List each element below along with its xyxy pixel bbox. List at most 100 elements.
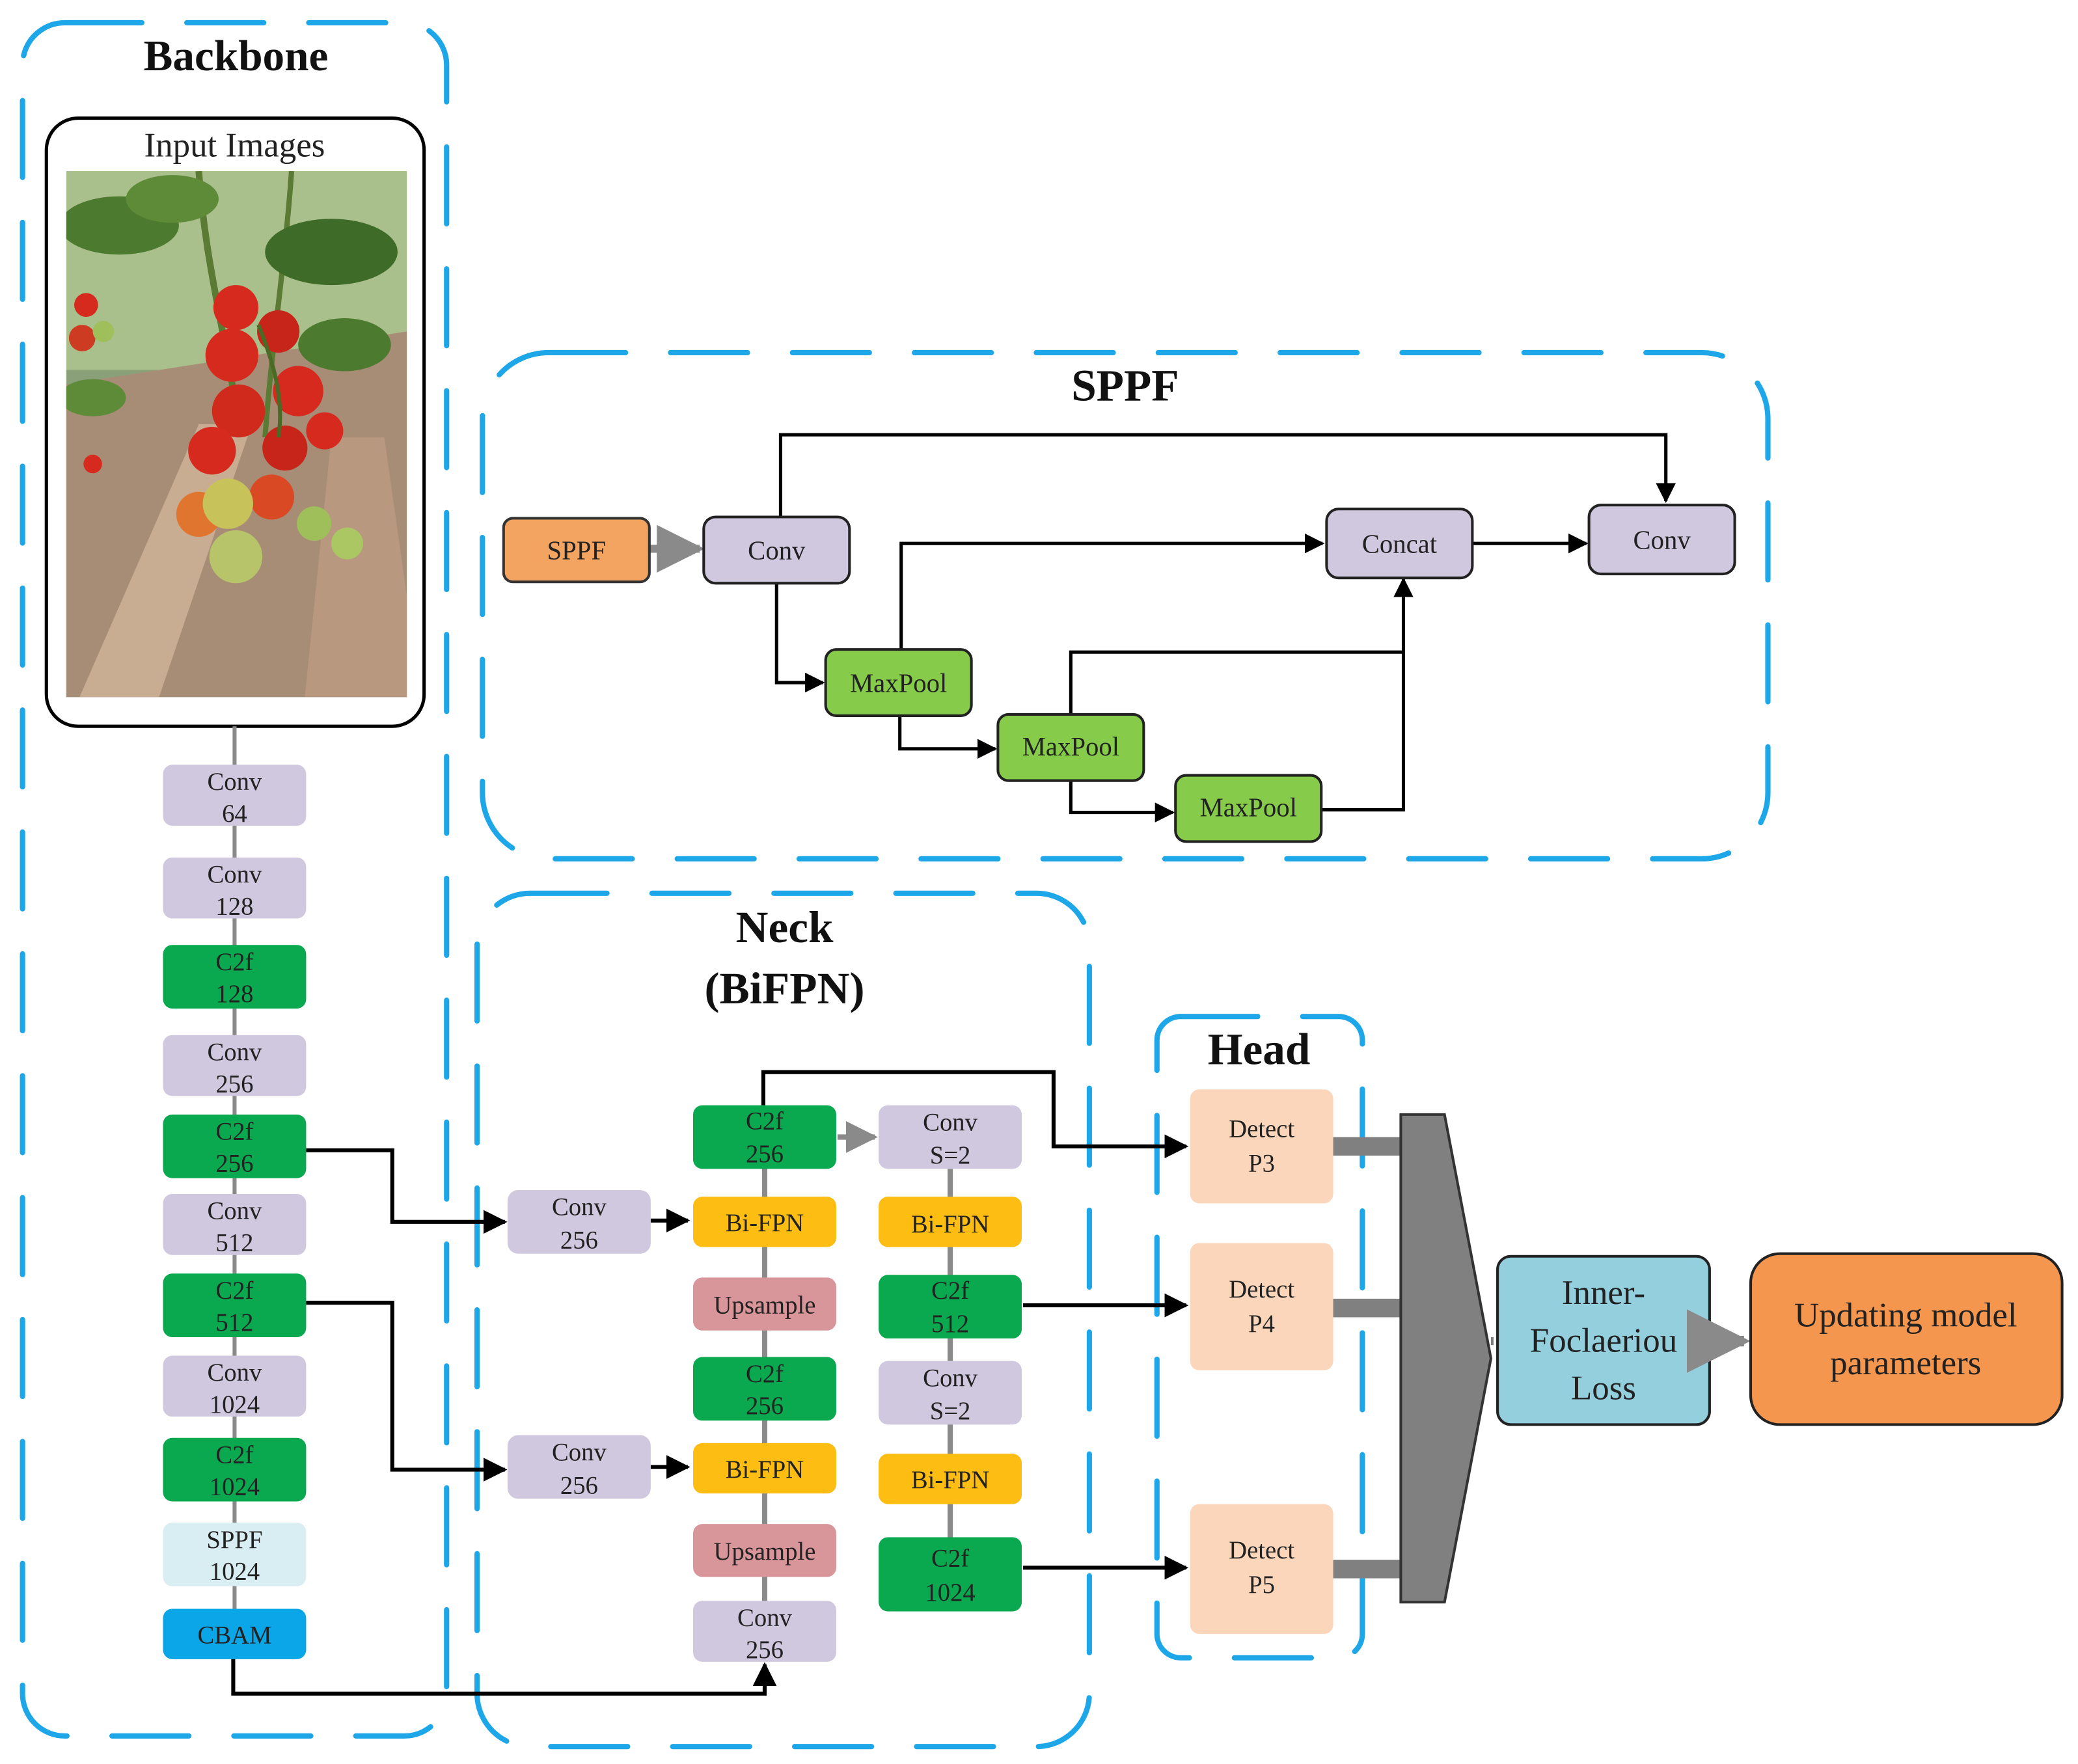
svg-text:Conv: Conv [748,536,806,565]
sppf-detail-blocks: SPPF Conv MaxPool MaxPool MaxPool Concat… [502,504,1736,843]
inner-focaler-iou-loss-box: Inner- Foclaeriou Loss [1496,1255,1711,1426]
aggregation-funnel [1399,1113,1492,1604]
svg-text:CBAM: CBAM [197,1622,271,1649]
svg-text:Conv: Conv [208,862,262,889]
neck-block-bifpn-2: Bi-FPN [693,1443,836,1494]
svg-text:Conv: Conv [1633,525,1691,554]
sppf-block-conv-out: Conv [1587,504,1736,576]
neck-block-c2f-1024: C2f 1024 [879,1537,1022,1612]
neck-block-upsample-2: Upsample [693,1524,836,1577]
svg-text:Bi-FPN: Bi-FPN [726,1210,804,1237]
svg-text:512: 512 [215,1230,253,1257]
svg-text:C2f: C2f [215,949,253,976]
svg-text:C2f: C2f [931,1277,969,1305]
svg-text:Bi-FPN: Bi-FPN [911,1211,989,1238]
backbone-block-c2f-128: C2f 128 [163,945,307,1009]
backbone-blocks: Conv 64 Conv 128 C2f 128 Conv 256 C2f 25… [163,765,307,1659]
head-detect-p5: Detect P5 [1190,1504,1333,1635]
svg-text:Concat: Concat [1362,529,1438,558]
input-images-label: Input Images [144,127,325,165]
svg-text:256: 256 [746,1392,784,1420]
svg-text:512: 512 [931,1310,969,1338]
svg-text:Detect: Detect [1229,1115,1294,1143]
svg-text:P5: P5 [1248,1571,1275,1599]
backbone-block-c2f-256: C2f 256 [163,1114,307,1178]
head-title: Head [1208,1024,1311,1074]
svg-text:Conv: Conv [208,1198,262,1225]
svg-text:1024: 1024 [210,1558,260,1586]
svg-text:Inner-: Inner- [1562,1274,1645,1312]
svg-text:64: 64 [222,800,247,828]
sppf-block-maxpool-2: MaxPool [996,712,1145,782]
svg-text:256: 256 [746,1636,784,1664]
svg-text:Bi-FPN: Bi-FPN [726,1456,804,1484]
tomato-photo [66,170,407,698]
svg-text:Conv: Conv [208,1038,262,1066]
backbone-block-sppf-1024: SPPF 1024 [163,1523,307,1586]
svg-text:Conv: Conv [208,768,262,796]
svg-text:parameters: parameters [1830,1344,1981,1382]
svg-text:Conv: Conv [923,1109,977,1136]
backbone-block-conv-128: Conv 128 [163,857,307,920]
head-detect-p4: Detect P4 [1190,1243,1333,1370]
svg-text:SPPF: SPPF [547,536,607,565]
neck-frame [474,890,1092,1750]
head-detect-p3: Detect P3 [1190,1089,1333,1204]
neck-block-c2f-256-mid: C2f 256 [693,1357,836,1421]
sppf-title: SPPF [1071,360,1179,410]
svg-text:SPPF: SPPF [206,1527,262,1554]
svg-text:Detect: Detect [1229,1537,1294,1564]
svg-text:C2f: C2f [746,1361,784,1388]
svg-text:Conv: Conv [208,1359,262,1387]
section-frames [20,20,1771,1750]
neck-title: Neck [736,902,834,952]
neck-block-c2f-512: C2f 512 [879,1275,1022,1339]
head-blocks: Detect P3 Detect P4 Detect P5 [1190,1089,1333,1635]
backbone-block-conv-256: Conv 256 [163,1035,307,1098]
svg-text:Foclaeriou: Foclaeriou [1530,1322,1677,1359]
neck-block-conv-256-b: Conv 256 [507,1435,651,1499]
backbone-block-c2f-1024: C2f 1024 [163,1437,307,1502]
svg-text:Loss: Loss [1571,1370,1636,1407]
svg-text:256: 256 [215,1150,253,1177]
head-to-funnel-links [1333,1137,1402,1579]
backbone-title: Backbone [144,31,329,80]
svg-text:128: 128 [215,981,253,1008]
head-frame [1154,1014,1365,1661]
neck-block-bifpn-3: Bi-FPN [879,1197,1022,1247]
svg-text:P4: P4 [1248,1310,1275,1338]
svg-text:C2f: C2f [215,1119,253,1146]
svg-text:512: 512 [215,1309,253,1337]
neck-block-conv-256-bottom: Conv 256 [693,1601,836,1664]
svg-text:128: 128 [215,893,253,920]
svg-text:Conv: Conv [552,1439,607,1466]
svg-text:Detect: Detect [1229,1276,1294,1303]
sppf-detail-connectors [649,433,1676,822]
sppf-block-maxpool-3: MaxPool [1174,774,1323,843]
neck-subtitle: (BiFPN) [704,963,864,1013]
svg-text:1024: 1024 [210,1391,260,1418]
svg-text:256: 256 [560,1227,598,1255]
svg-text:S=2: S=2 [930,1398,971,1425]
neck-block-bifpn-4: Bi-FPN [879,1454,1022,1504]
svg-text:Upsample: Upsample [714,1292,816,1319]
neck-blocks: Conv 256 Conv 256 C2f 256 Bi-FPN Upsampl… [507,1105,1022,1664]
sppf-block-conv-in: Conv [702,515,851,585]
neck-connectors [231,1070,1189,1696]
svg-text:C2f: C2f [215,1441,253,1469]
svg-text:C2f: C2f [931,1545,969,1572]
svg-text:Conv: Conv [737,1605,792,1632]
svg-text:P3: P3 [1248,1150,1275,1177]
svg-text:Conv: Conv [923,1364,977,1392]
svg-text:256: 256 [560,1472,598,1499]
neck-block-conv-256-a: Conv 256 [507,1189,651,1255]
neck-block-c2f-256-top: C2f 256 [693,1105,836,1169]
neck-block-conv-s2-1: Conv S=2 [879,1105,1022,1169]
svg-text:C2f: C2f [746,1107,784,1135]
neck-block-upsample-1: Upsample [693,1277,836,1331]
svg-text:1024: 1024 [210,1473,260,1500]
sppf-block-sppf: SPPF [502,517,651,584]
svg-text:MaxPool: MaxPool [850,668,947,698]
svg-text:MaxPool: MaxPool [1200,793,1297,822]
